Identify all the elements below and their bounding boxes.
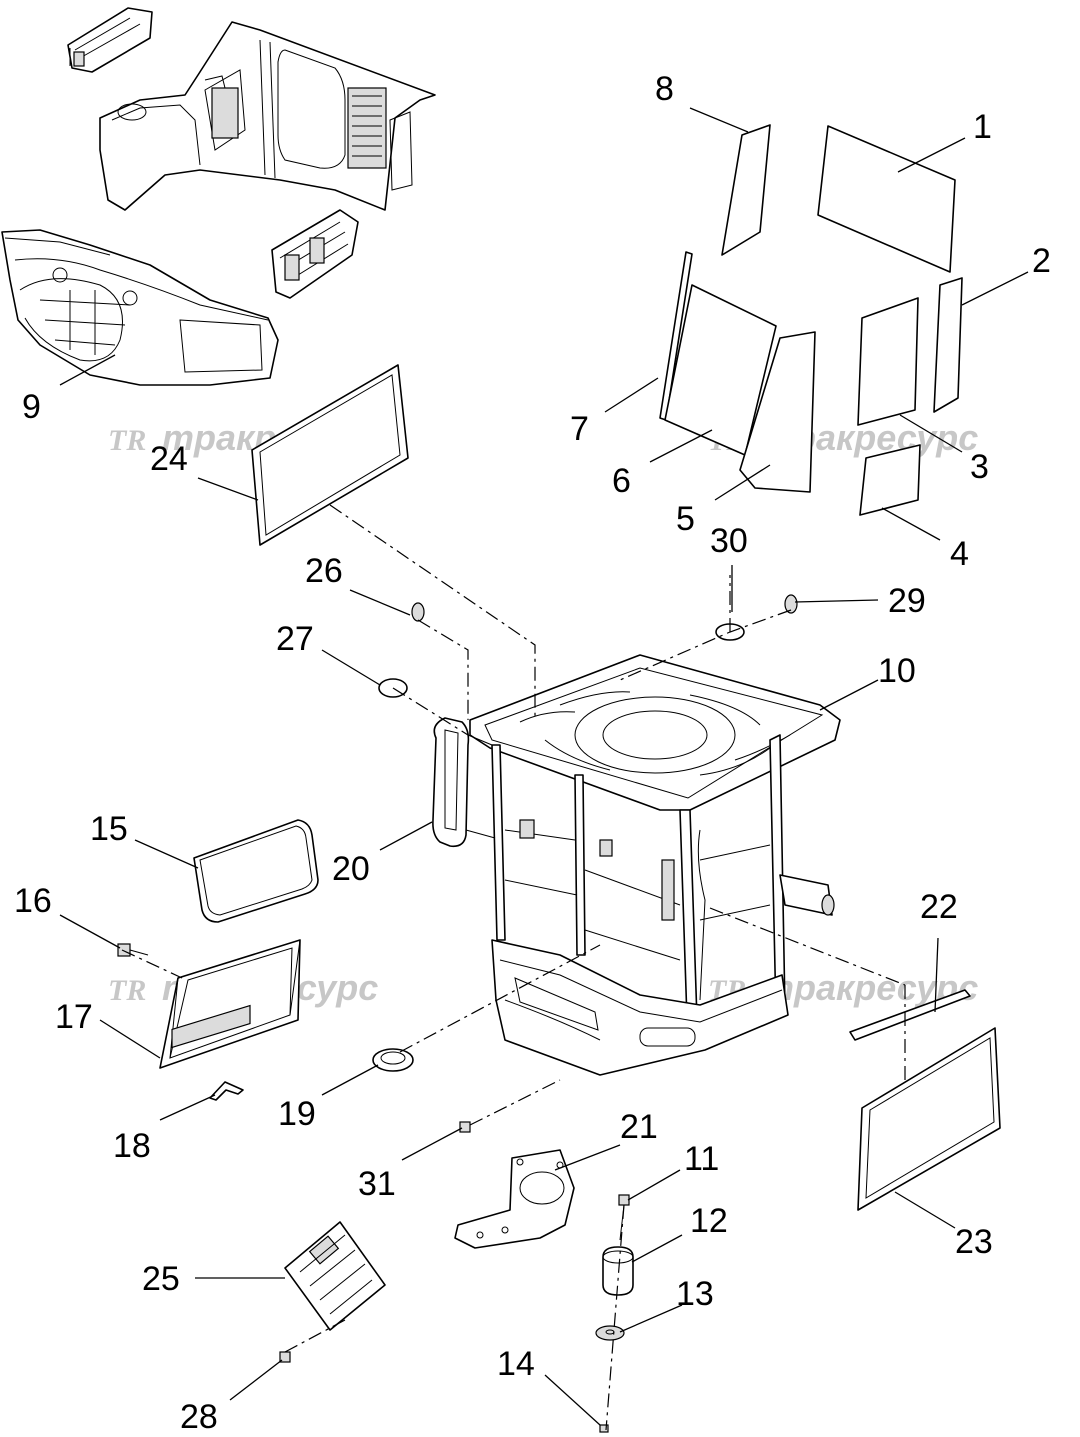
callout-3: 3: [970, 448, 989, 486]
callout-30: 30: [710, 522, 748, 560]
callout-10: 10: [878, 652, 916, 690]
part-bracket-21: [454, 1149, 575, 1249]
part-rear-console-9: [1, 229, 279, 386]
part-filter-housing-17: [159, 939, 301, 1069]
part-grommet-19: [372, 1048, 414, 1072]
part-rear-window-24: [251, 364, 409, 546]
callout-28: 28: [180, 1398, 218, 1436]
callout-25: 25: [142, 1260, 180, 1298]
part-bolt-11: [618, 1194, 630, 1241]
callout-20: 20: [332, 850, 370, 888]
callout-31: 31: [358, 1165, 396, 1203]
callout-14: 14: [497, 1345, 535, 1383]
part-glass-3: [857, 297, 919, 426]
callout-19: 19: [278, 1095, 316, 1133]
callout-16: 16: [14, 882, 52, 920]
callout-11: 11: [684, 1140, 719, 1178]
callout-1: 1: [973, 108, 992, 146]
part-glass-8: [721, 124, 771, 256]
part-filter-gasket-15: [193, 819, 319, 923]
callout-18: 18: [113, 1127, 151, 1165]
callout-7: 7: [570, 410, 589, 448]
part-side-console: [271, 209, 359, 299]
part-rubber-mount-12: [602, 1246, 634, 1296]
part-bolt-31: [459, 1121, 471, 1133]
callout-23: 23: [955, 1223, 993, 1261]
part-panel-25: [284, 1221, 386, 1331]
callout-15: 15: [90, 810, 128, 848]
callout-5: 5: [676, 500, 695, 538]
part-rear-trim-panel: [99, 21, 436, 211]
callout-27: 27: [276, 620, 314, 658]
callout-labels: 1 2 3 4 5 6 7 8 9 10 11 12 13 14 15 16 1…: [14, 70, 1051, 1436]
part-glass-2: [933, 277, 963, 413]
part-glass-1: [817, 125, 956, 273]
assembly-lines: [121, 504, 906, 1431]
callout-24: 24: [150, 440, 188, 478]
callout-29: 29: [888, 582, 926, 620]
callout-8: 8: [655, 70, 674, 108]
part-washer-13: [595, 1325, 625, 1341]
callout-26: 26: [305, 552, 343, 590]
watermark-logo: TR: [108, 974, 146, 1007]
part-bolt-16: [117, 943, 149, 957]
part-plug-26: [411, 602, 425, 622]
callout-6: 6: [612, 462, 631, 500]
part-glass-5: [739, 331, 816, 493]
part-plug-29: [784, 594, 798, 614]
callout-21: 21: [620, 1108, 658, 1146]
callout-12: 12: [690, 1202, 728, 1240]
watermark-logo: TR: [108, 424, 146, 457]
callout-9: 9: [22, 388, 41, 426]
callout-22: 22: [920, 888, 958, 926]
part-seal-strip-22: [849, 989, 971, 1041]
part-clip-18: [209, 1081, 244, 1101]
part-side-window-23: [857, 1027, 1001, 1211]
part-small-console-bracket: [67, 7, 153, 73]
part-nut-14: [599, 1424, 609, 1433]
callout-2: 2: [1032, 242, 1051, 280]
callout-17: 17: [55, 998, 93, 1036]
part-glass-4: [859, 444, 921, 516]
callout-13: 13: [676, 1275, 714, 1313]
leader-lines: [59, 107, 1029, 1426]
callout-4: 4: [950, 535, 969, 573]
part-cab-frame-10: [432, 654, 841, 1076]
